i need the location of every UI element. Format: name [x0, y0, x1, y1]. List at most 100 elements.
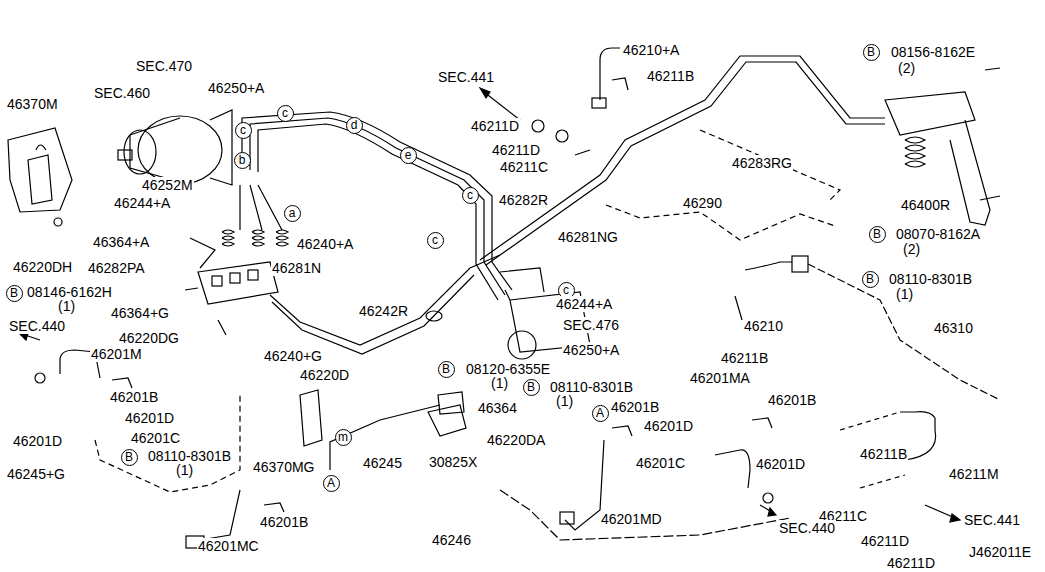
part-callout: 46246: [431, 532, 472, 548]
circle-letter-text: m: [338, 431, 348, 443]
part-callout: 46370M: [6, 96, 59, 112]
part-callout: 46244+A: [555, 296, 613, 312]
part-callout: 46201B: [767, 392, 817, 408]
part-callout: 46220DH: [12, 259, 73, 275]
part-callout: 46283RG: [731, 155, 793, 171]
circle-letter-text: A: [596, 407, 604, 419]
part-callout: 46201B: [259, 514, 309, 530]
circled-letter: B: [523, 379, 540, 396]
circle-letter-text: c: [432, 234, 438, 246]
part-callout: 46211D: [886, 555, 936, 571]
part-callout: 46250+A: [207, 80, 265, 96]
part-callout: 46220DA: [486, 432, 546, 448]
part-callout: J462011E: [968, 544, 1032, 560]
part-callout: 46252M: [141, 177, 194, 193]
part-callout: (1): [555, 393, 574, 409]
part-callout: 08156-8162E: [890, 44, 976, 60]
circled-letter: B: [863, 44, 880, 61]
part-callout: 46245+G: [6, 466, 66, 482]
part-callout: 46310: [933, 320, 974, 336]
circled-letter: A: [592, 405, 609, 422]
circled-letter: e: [400, 147, 417, 164]
part-callout: 46364+A: [92, 234, 150, 250]
circle-letter-text: c: [467, 189, 473, 201]
part-callout: SEC.460: [93, 85, 151, 101]
part-callout: 46281NG: [557, 229, 619, 245]
part-callout: 46201C: [635, 455, 686, 471]
circled-letter: B: [862, 271, 879, 288]
part-callout: 46201M: [90, 346, 143, 362]
circle-letter-text: B: [10, 287, 18, 299]
part-callout: 46210+A: [622, 42, 680, 58]
part-callout: 46211M: [948, 466, 1000, 482]
circle-letter-text: B: [867, 46, 875, 58]
part-callout: 46282R: [498, 192, 549, 208]
part-callout: 46201B: [610, 399, 660, 415]
circled-letter: m: [335, 429, 352, 446]
part-callout: 46201D: [643, 418, 694, 434]
part-callout: 46240+A: [296, 236, 354, 252]
part-callout: 46370MG: [252, 459, 315, 475]
part-callout: 46201D: [124, 410, 175, 426]
part-callout: 08110-8301B: [888, 271, 973, 287]
part-callout: 46220DG: [118, 330, 180, 346]
circled-letter: A: [323, 475, 340, 492]
circle-letter-text: B: [527, 381, 535, 393]
part-callout: 46244+A: [113, 195, 171, 211]
circled-letter: B: [438, 361, 455, 378]
part-callout: 46211C: [499, 159, 549, 175]
part-callout: (1): [895, 286, 914, 302]
part-callout: 46245: [362, 455, 403, 471]
part-callout: SEC.440: [8, 318, 66, 334]
circle-letter-text: B: [866, 273, 874, 285]
part-callout: 46201D: [755, 456, 806, 472]
circled-letter: B: [121, 449, 138, 466]
part-callout: 46240+G: [263, 348, 323, 364]
part-callout: 46211D: [491, 142, 541, 158]
part-callout: SEC.476: [562, 317, 620, 333]
part-callout: SEC.440: [778, 520, 836, 536]
part-callout: (1): [57, 298, 76, 314]
circle-letter-text: B: [873, 228, 881, 240]
circle-letter-text: e: [405, 149, 412, 161]
part-callout: 30825X: [428, 454, 478, 470]
part-callout: 08070-8162A: [895, 226, 981, 242]
part-callout: 46211D: [860, 533, 910, 549]
circle-letter-text: B: [125, 451, 133, 463]
part-callout: 46364+G: [110, 305, 170, 321]
part-callout: 46201MC: [197, 538, 260, 554]
circled-letter: c: [462, 187, 479, 204]
part-callout: 46282PA: [87, 260, 146, 276]
part-callout: (1): [175, 462, 194, 478]
part-callout: (2): [902, 241, 921, 257]
circled-letter: c: [427, 232, 444, 249]
circled-letter: c: [235, 122, 252, 139]
circled-letter: B: [6, 285, 23, 302]
part-callout: 46242R: [358, 303, 409, 319]
part-callout: 46210: [743, 318, 784, 334]
part-callout: 46201D: [12, 433, 63, 449]
part-callout: 46211B: [720, 350, 769, 366]
circle-letter-text: A: [327, 477, 335, 489]
circle-letter-text: d: [351, 119, 358, 131]
part-callout: 46201MA: [689, 370, 751, 386]
circled-letter: b: [234, 152, 251, 169]
circle-letter-text: c: [282, 107, 288, 119]
circled-letter: d: [346, 117, 363, 134]
part-callout: SEC.441: [437, 69, 495, 85]
circled-letter: B: [869, 226, 886, 243]
part-callout: 46290: [682, 195, 723, 211]
circled-letter: a: [284, 205, 301, 222]
part-callout: 46211B: [859, 446, 908, 462]
part-callout: 46201B: [109, 389, 159, 405]
circle-letter-text: a: [289, 207, 296, 219]
part-callout: SEC.441: [963, 512, 1021, 528]
circled-letter: c: [277, 105, 294, 122]
circle-letter-text: B: [442, 363, 450, 375]
part-callout: 46281N: [271, 260, 322, 276]
part-callout: 46211B: [646, 68, 695, 84]
part-callout: 46250+A: [562, 342, 620, 358]
circle-letter-text: c: [563, 284, 569, 296]
part-callout: (1): [490, 375, 509, 391]
part-callout: 46201C: [130, 430, 181, 446]
